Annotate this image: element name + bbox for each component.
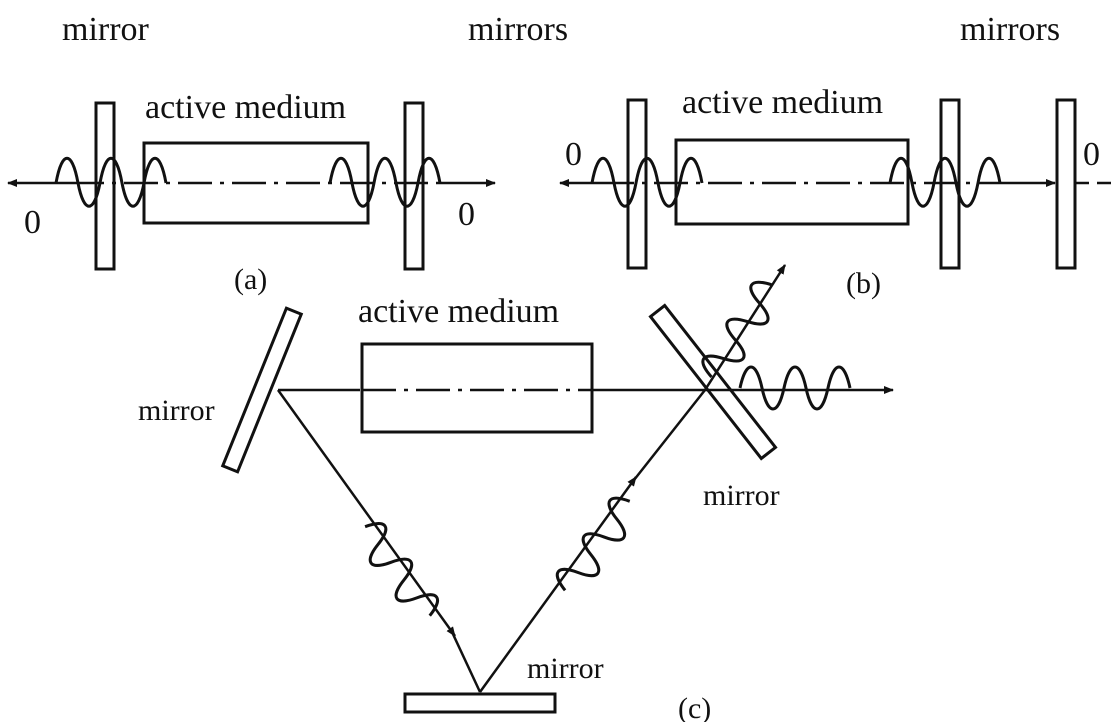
panel-b-wave-right — [888, 157, 1002, 208]
panel-a-zero-right: 0 — [458, 196, 475, 233]
panel-a-wave-right — [328, 157, 442, 208]
panel-a: mirror active medium 0 0 (a) — [7, 11, 496, 296]
panel-c: active medium mirror mirror mirror (c) — [138, 264, 894, 722]
panel-c-bottom-mirror-label: mirror — [527, 652, 604, 685]
panel-c-beam-left-down — [276, 389, 457, 637]
panel-c-left-mirror-label: mirror — [138, 394, 215, 427]
panel-a-wave-left — [54, 157, 168, 208]
panel-c-wave-left-leg — [364, 522, 440, 617]
panel-c-right-mirror — [648, 303, 778, 461]
panel-a-caption: (a) — [234, 263, 267, 296]
panel-c-caption: (c) — [678, 692, 711, 722]
panel-b-caption: (b) — [846, 267, 881, 300]
panel-b-mirrors-right-label: mirrors — [960, 11, 1060, 48]
panel-c-wave-output — [738, 365, 852, 411]
panel-c-right-mirror-label: mirror — [703, 479, 780, 512]
panel-b-mirrors-label: mirrors — [468, 11, 568, 48]
panel-a-zero-left: 0 — [24, 204, 41, 241]
panel-b: mirrors mirrors active medium 0 0 (b) — [468, 11, 1118, 300]
panel-c-active-medium-label: active medium — [358, 293, 559, 330]
panel-c-active-medium — [360, 342, 594, 434]
panel-b-zero-right: 0 — [1083, 136, 1100, 173]
panel-a-active-medium-label: active medium — [145, 89, 346, 126]
panel-a-mirror-label: mirror — [62, 11, 150, 48]
panel-c-wave-right-leg — [555, 496, 631, 592]
panel-a-right-mirror — [403, 101, 425, 271]
panel-b-wave-left — [590, 157, 704, 208]
panel-a-left-mirror — [94, 101, 116, 271]
panel-b-active-medium-label: active medium — [682, 84, 883, 121]
panel-c-reflected-arrow — [703, 264, 787, 391]
panel-c-bottom-mirror — [403, 692, 557, 714]
panel-c-beam-left-lower — [450, 631, 482, 693]
panel-b-zero-left: 0 — [565, 136, 582, 173]
panel-c-beam-right-up — [478, 476, 638, 693]
panel-b-right-mirror — [1055, 98, 1077, 270]
panel-c-beam-right-upper — [633, 389, 706, 481]
panel-c-wave-reflected — [701, 280, 772, 378]
panel-c-left-mirror — [220, 306, 304, 474]
